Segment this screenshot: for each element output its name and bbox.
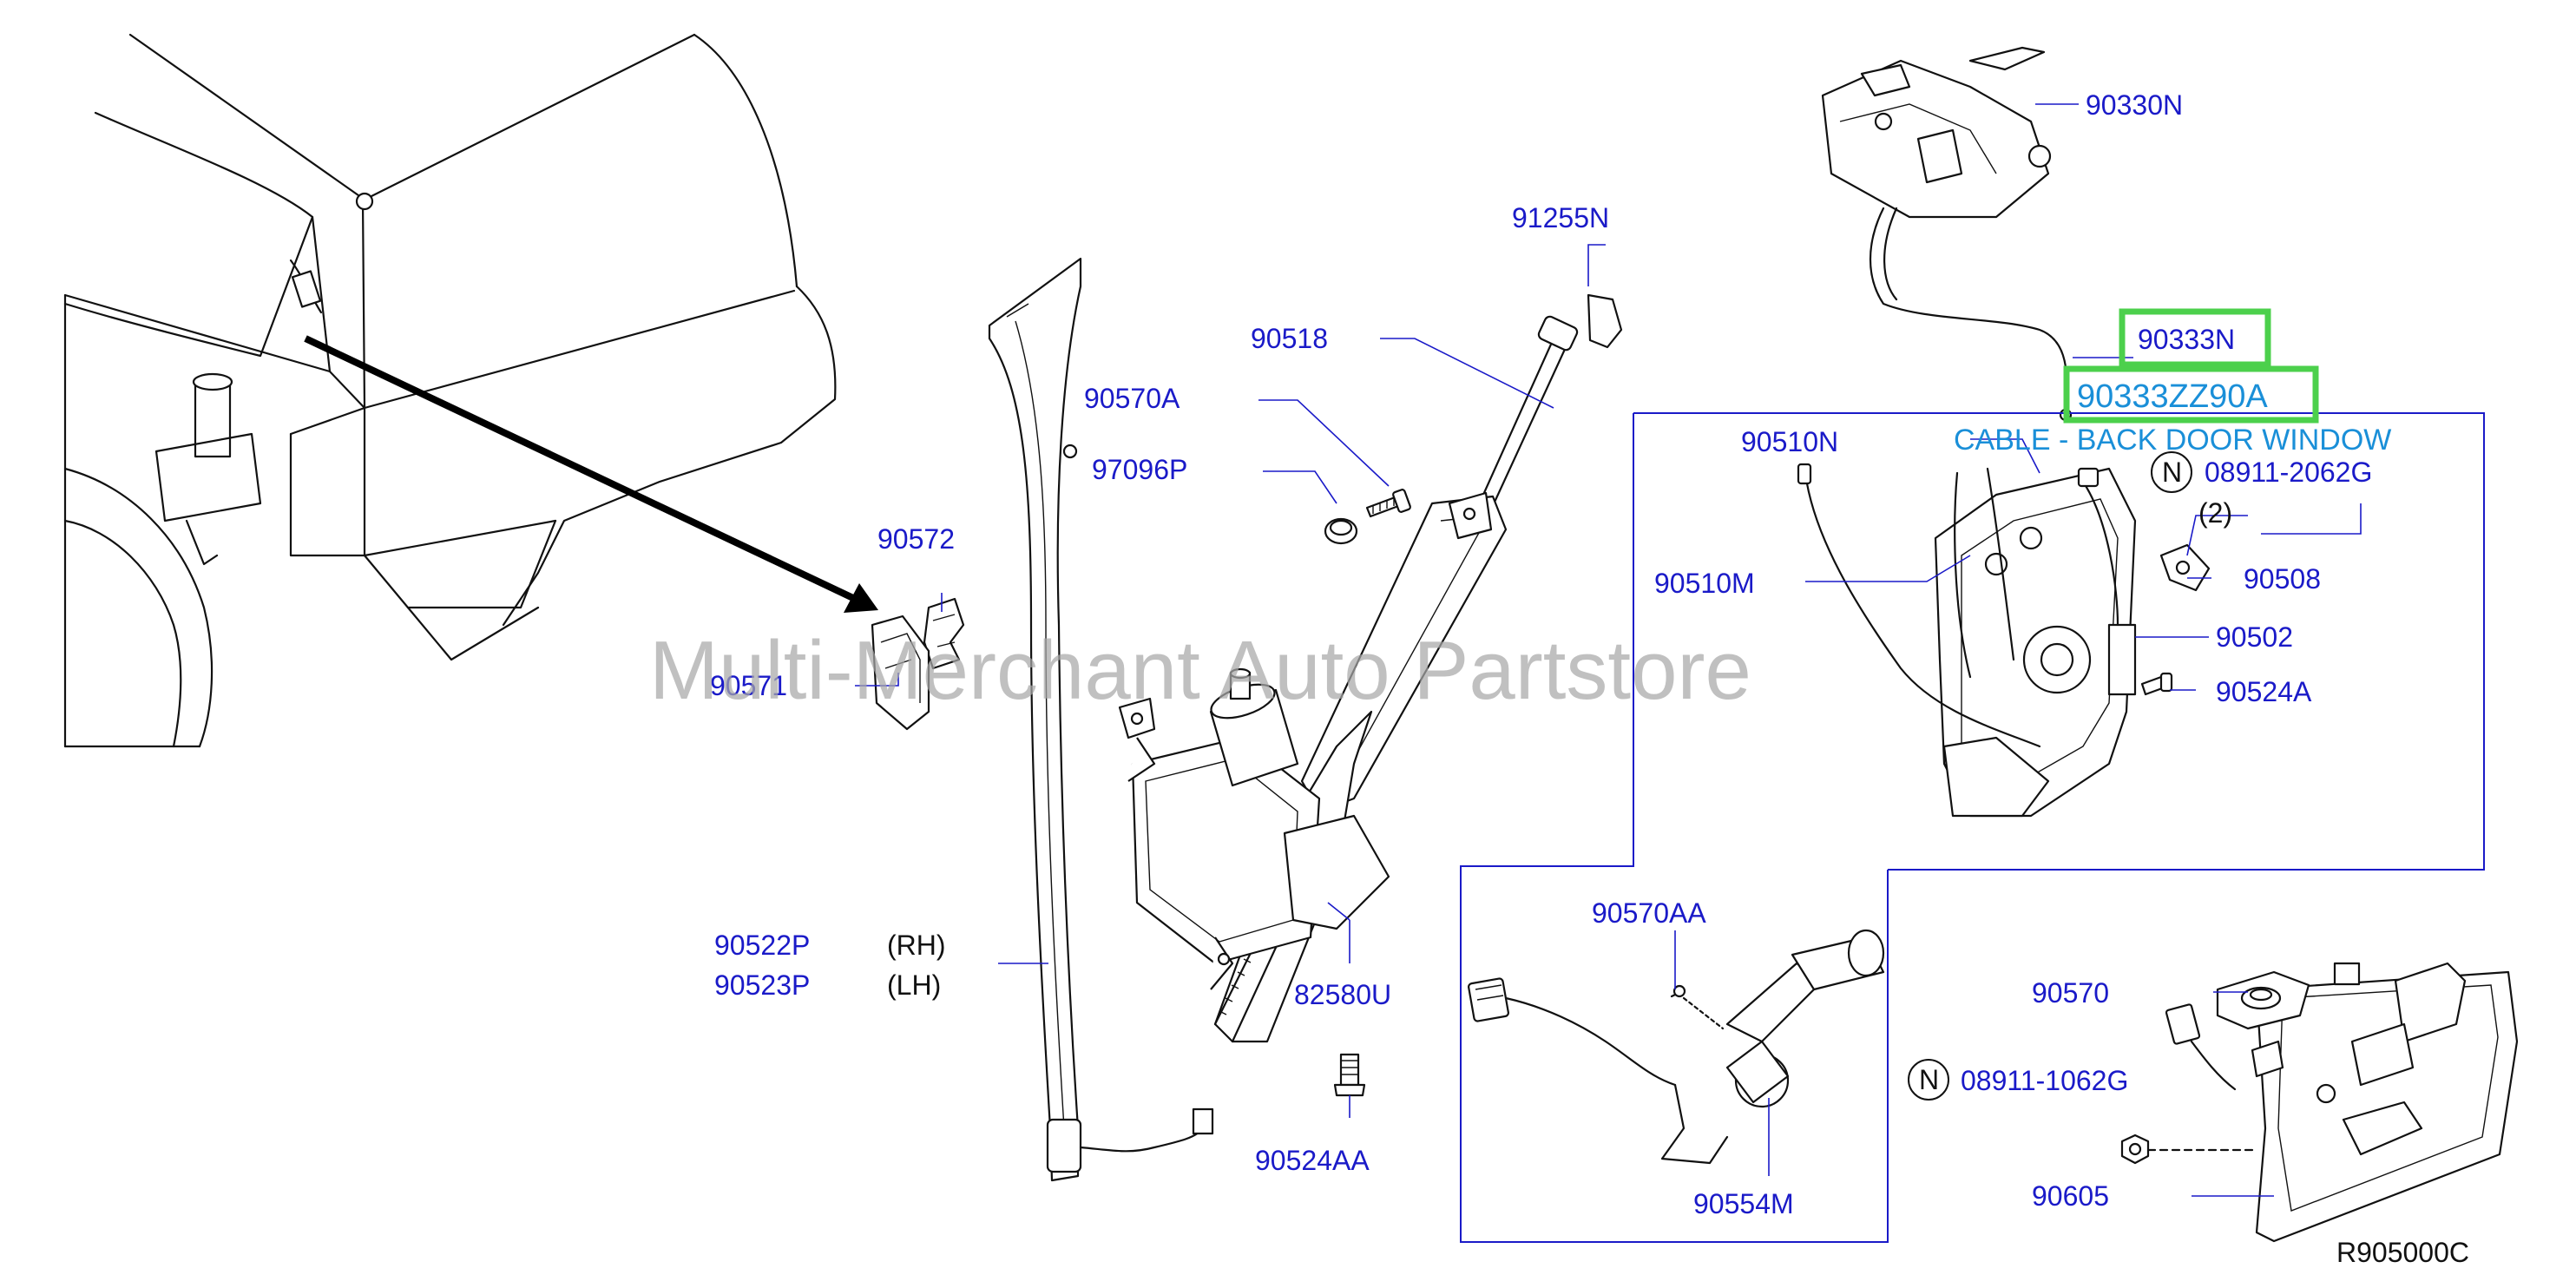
actuator-90554M-drawing <box>1468 929 1885 1165</box>
clip-90571-drawing <box>871 614 930 731</box>
pointer-arrow <box>304 335 878 613</box>
part-label-90570[interactable]: 90570 <box>2032 977 2109 1009</box>
quantity-label: (2) <box>2198 497 2232 529</box>
part-label-90524AA[interactable]: 90524AA <box>1255 1145 1370 1176</box>
part-label-90333N[interactable]: 90333N <box>2138 324 2235 355</box>
handle-90605-drawing <box>2251 962 2519 1243</box>
part-label-90605[interactable]: 90605 <box>2032 1180 2109 1212</box>
part-label-90522P[interactable]: 90522P <box>714 930 810 961</box>
part-label-90502[interactable]: 90502 <box>2216 621 2293 653</box>
part-label-08911-2062G[interactable]: 08911-2062G <box>2205 457 2372 488</box>
cable-description: CABLE - BACK DOOR WINDOW <box>1954 424 2391 457</box>
part-label-90570A[interactable]: 90570A <box>1084 383 1180 414</box>
part-label-90554M[interactable]: 90554M <box>1693 1188 1794 1219</box>
striker-90570-drawing <box>2216 970 2310 1030</box>
lock-90502-drawing <box>1797 463 2211 818</box>
part-label-90510M[interactable]: 90510M <box>1654 568 1755 599</box>
part-label-82580U[interactable]: 82580U <box>1294 979 1391 1010</box>
part-label-91255N[interactable]: 91255N <box>1512 202 1609 233</box>
lock-90330N-drawing <box>1821 46 2073 422</box>
part-label-90508[interactable]: 90508 <box>2244 563 2321 595</box>
side-label-lh: (LH) <box>887 969 941 1001</box>
part-label-90510N[interactable]: 90510N <box>1741 426 1838 457</box>
screw-90570A-drawing <box>1365 489 1411 518</box>
nut-97096P-drawing <box>1324 517 1358 545</box>
part-label-90518[interactable]: 90518 <box>1251 323 1328 354</box>
part-label-08911-1062G[interactable]: 08911-1062G <box>1961 1065 2128 1096</box>
note-circle-icon-2 <box>1908 1059 1949 1101</box>
part-label-90571[interactable]: 90571 <box>710 670 787 701</box>
diagram-code: R905000C <box>2336 1237 2469 1268</box>
part-label-97096P[interactable]: 97096P <box>1092 454 1187 485</box>
regulator-drawing <box>1118 293 1623 1043</box>
note-circle-icon-1 <box>2151 451 2192 493</box>
part-label-90333ZZ90A[interactable]: 90333ZZ90A <box>2077 378 2268 415</box>
part-label-90523P[interactable]: 90523P <box>714 969 810 1001</box>
part-label-90524A[interactable]: 90524A <box>2216 676 2312 707</box>
note-letter-2: N <box>1919 1064 1939 1095</box>
side-label-rh: (RH) <box>887 930 946 961</box>
part-label-90330N[interactable]: 90330N <box>2086 89 2183 121</box>
note-letter-1: N <box>2162 457 2182 488</box>
leader-lines <box>855 103 2362 1197</box>
nut-08911-1062G-drawing <box>2120 1134 2258 1165</box>
detail-frames <box>1460 412 2485 1243</box>
highlight-box-90333ZZ90A <box>2063 365 2319 424</box>
highlight-box-90333N <box>2119 308 2271 368</box>
bolt-90524AA-drawing <box>1333 1053 1366 1097</box>
vehicle-rear-drawing <box>63 33 837 748</box>
watermark: Multi-Merchant Auto Partstore <box>649 624 1751 717</box>
part-label-90572[interactable]: 90572 <box>877 523 955 555</box>
glass-run-channel-drawing <box>988 257 1214 1182</box>
harness-90570-drawing <box>2165 1003 2237 1091</box>
part-label-90570AA[interactable]: 90570AA <box>1592 897 1706 929</box>
